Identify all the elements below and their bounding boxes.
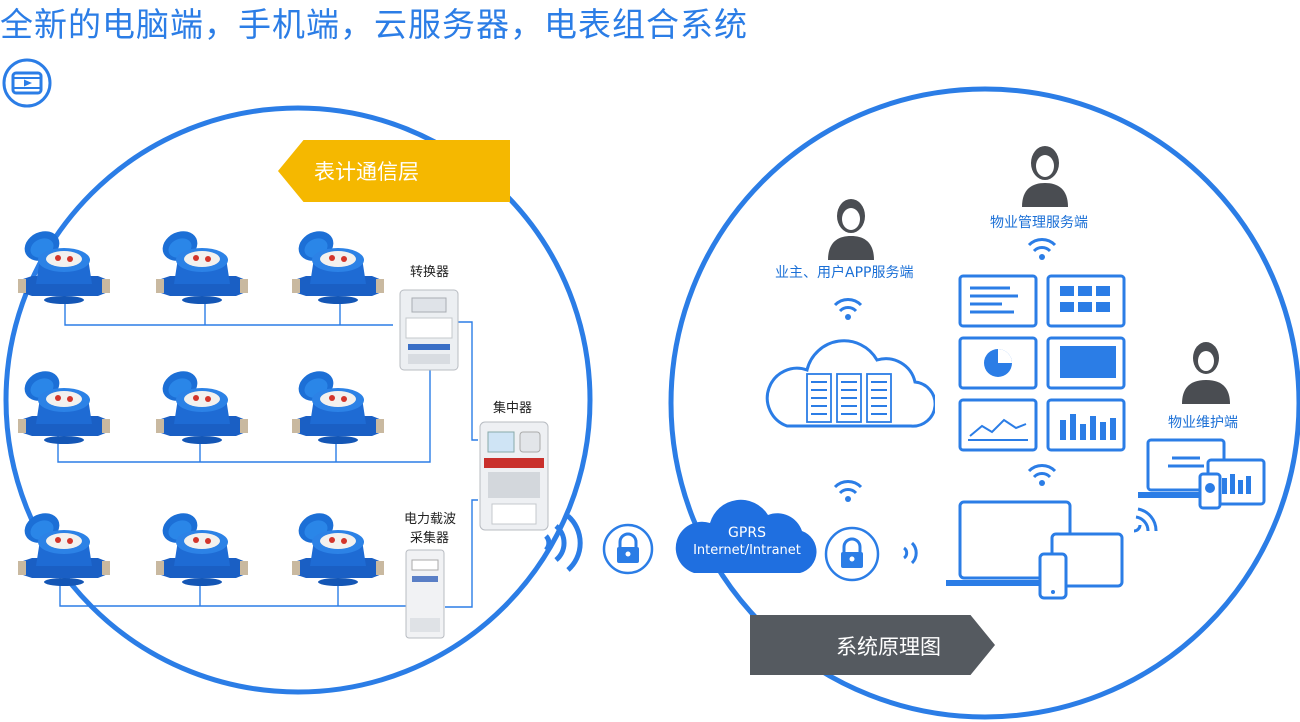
maint-devices xyxy=(1138,438,1266,510)
property-mgmt-label: 物业管理服务端 xyxy=(990,215,1088,231)
signal-waves-icon xyxy=(1133,507,1158,533)
water-meter xyxy=(156,228,248,310)
concentrator-device xyxy=(478,420,550,536)
page-title: 全新的电脑端，手机端，云服务器，电表组合系统 xyxy=(0,5,748,44)
comm-layer-banner: 表计通信层 xyxy=(278,140,510,202)
person-icon xyxy=(1012,137,1078,211)
right-circle xyxy=(668,86,1300,720)
gprs-label: GPRS xyxy=(728,525,766,541)
collector-label-line2: 采集器 xyxy=(410,531,450,546)
system-diagram-banner: 系统原理图 xyxy=(750,615,995,675)
converter-device xyxy=(398,288,460,376)
lock-icon xyxy=(824,526,880,586)
gprs-cloud: GPRS Internet/Intranet xyxy=(672,495,822,577)
person-icon xyxy=(818,190,884,264)
converter-label: 转换器 xyxy=(410,265,450,280)
comm-layer-label: 表计通信层 xyxy=(314,160,419,184)
water-meter xyxy=(156,368,248,450)
person-icon xyxy=(1176,334,1236,408)
wifi-icon xyxy=(832,478,864,508)
video-icon[interactable] xyxy=(2,58,52,108)
wifi-icon xyxy=(1026,462,1058,492)
water-meter xyxy=(292,228,384,310)
server-cloud xyxy=(765,336,937,435)
water-meter xyxy=(18,510,110,592)
concentrator-label: 集中器 xyxy=(493,401,533,416)
wifi-icon xyxy=(1026,236,1058,266)
water-meter xyxy=(18,228,110,310)
lock-icon xyxy=(602,523,654,579)
collector-label-line1: 电力载波 xyxy=(404,512,457,527)
signal-waves-icon xyxy=(544,514,583,572)
property-maint-label: 物业维护端 xyxy=(1168,415,1238,431)
internet-label: Internet/Intranet xyxy=(693,543,801,558)
signal-waves-icon xyxy=(902,541,918,565)
system-diagram-label: 系统原理图 xyxy=(836,635,941,659)
water-meter xyxy=(292,510,384,592)
water-meter xyxy=(156,510,248,592)
wifi-icon xyxy=(832,296,864,326)
water-meter xyxy=(292,368,384,450)
left-circle xyxy=(3,105,593,695)
devices-group xyxy=(946,500,1124,600)
owner-app-label: 业主、用户APP服务端 xyxy=(775,265,914,281)
water-meter xyxy=(18,368,110,450)
dashboard-monitors xyxy=(958,274,1126,452)
collector-device xyxy=(404,548,446,644)
meter-wiring xyxy=(57,295,478,608)
